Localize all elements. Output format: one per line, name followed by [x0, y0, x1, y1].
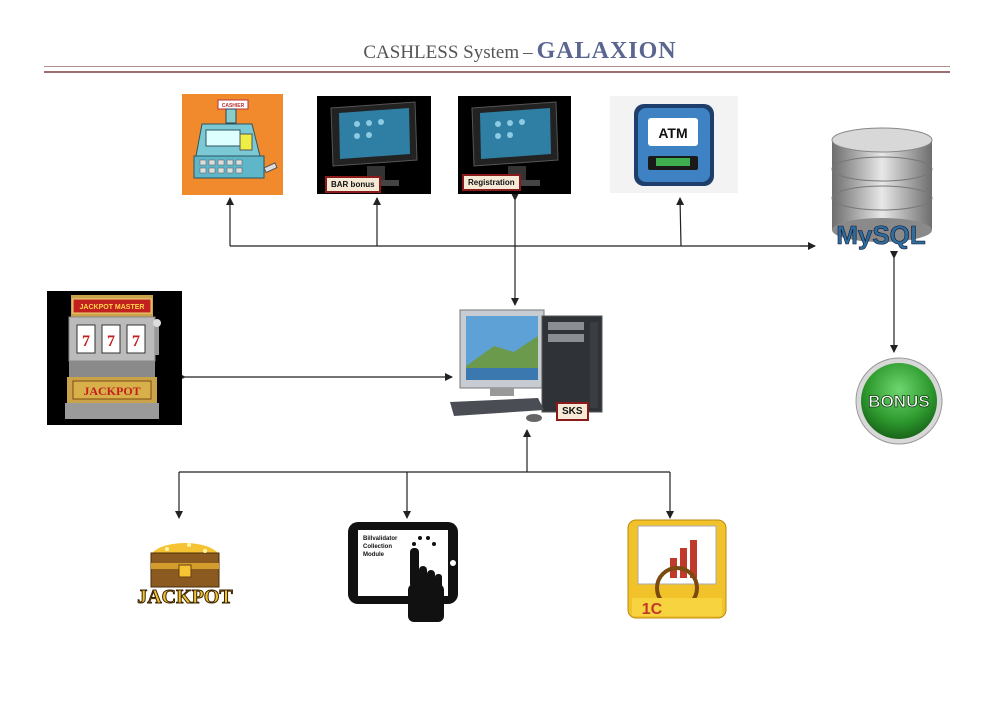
slot-top-label: JACKPOT MASTER [80, 304, 145, 311]
touch-terminal-icon [330, 101, 418, 186]
mysql-text: MySQL [836, 220, 926, 250]
onec-node: 1С [626, 518, 728, 620]
database-icon: MySQL [831, 127, 933, 250]
billvalidator-line1: Billvalidator [363, 536, 398, 542]
wire-atm [676, 197, 685, 247]
title-rule [44, 66, 950, 73]
bar-bonus-label: BAR bonus [325, 176, 381, 193]
cash-register-icon: CASHIER [193, 99, 278, 179]
title-dash: – [523, 42, 533, 63]
registration-node: Registration [458, 96, 571, 194]
title-prefix: CASHLESS System [363, 42, 520, 63]
server-node: SKS [444, 306, 606, 430]
onec-text: 1С [642, 601, 663, 618]
mysql-node: MySQL [818, 126, 944, 256]
bonus-node: BONUS [854, 356, 944, 446]
registration-label: Registration [462, 174, 521, 191]
billvalidator-line2: Collection [363, 544, 392, 550]
bar-bonus-node: BAR bonus [317, 96, 431, 194]
cashier-sign: CASHIER [222, 103, 245, 109]
title-brand: GALAXION [536, 38, 677, 64]
jackpot-text: JACKPOT [137, 586, 233, 608]
atm-text: ATM [658, 125, 687, 141]
reel-3: 7 [132, 333, 140, 350]
computer-icon [450, 309, 603, 422]
bonus-text: BONUS [868, 392, 929, 411]
onec-app-icon: 1С [627, 519, 727, 619]
atm-icon: ATM [634, 104, 714, 186]
slot-machine-icon: JACKPOT MASTER 7 7 7 JACKPOT [65, 295, 161, 419]
slot-machine-node: JACKPOT MASTER 7 7 7 JACKPOT [47, 291, 182, 425]
billvalidator-node: Billvalidator Collection Module [346, 520, 462, 624]
atm-node: ATM [610, 96, 738, 193]
reel-1: 7 [82, 333, 90, 350]
server-label: SKS [556, 402, 589, 421]
treasure-chest-icon: JACKPOT [137, 543, 234, 609]
bonus-badge-icon: BONUS [855, 357, 943, 445]
jackpot-node: JACKPOT [127, 527, 243, 609]
cashier-node: CASHIER [182, 94, 283, 195]
diagram-title: CASHLESS System – GALAXION [0, 38, 998, 65]
reel-2: 7 [107, 333, 115, 350]
tablet-touch-icon: Billvalidator Collection Module [348, 522, 458, 622]
billvalidator-line3: Module [363, 552, 385, 558]
slot-bottom-label: JACKPOT [83, 384, 140, 398]
